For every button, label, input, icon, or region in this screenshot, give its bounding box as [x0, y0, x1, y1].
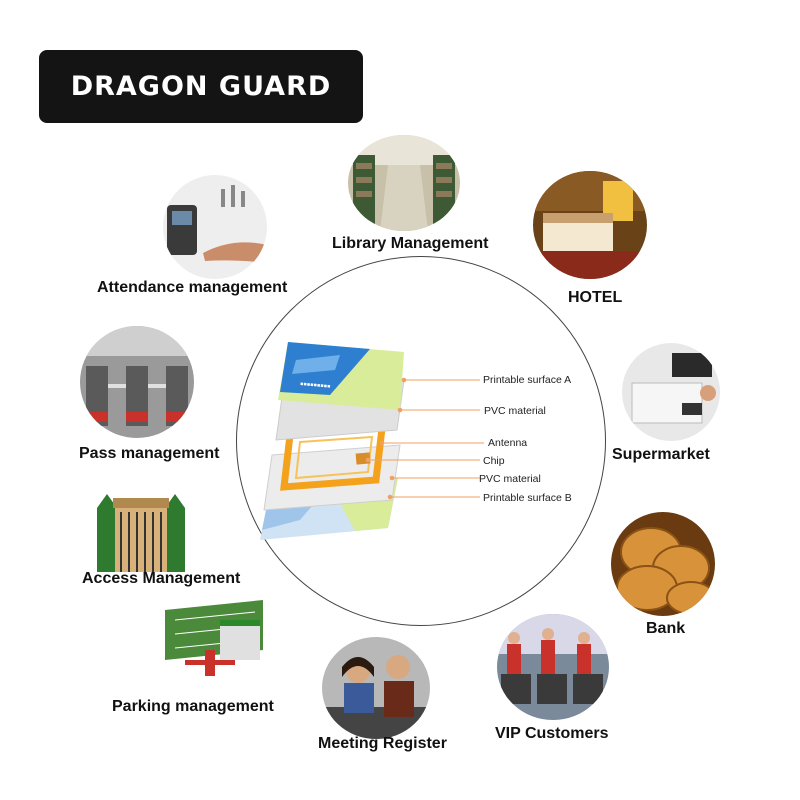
svg-text:▪▪▪▪▪▪▪▪▪: ▪▪▪▪▪▪▪▪▪: [300, 381, 331, 390]
label-attendance: Attendance management: [97, 279, 288, 296]
layer-label-printable-b: Printable surface B: [483, 492, 572, 504]
access-photo: [93, 488, 189, 572]
attendance-photo: [163, 175, 267, 279]
label-pass: Pass management: [79, 445, 220, 462]
library-photo: [348, 135, 460, 231]
layer-label-pvc-upper: PVC material: [484, 405, 546, 417]
hotel-photo: [533, 171, 647, 279]
label-library: Library Management: [332, 235, 489, 252]
card-structure-circle: [236, 256, 606, 626]
label-hotel: HOTEL: [568, 289, 623, 306]
label-supermarket: Supermarket: [612, 446, 710, 463]
bank-photo: [611, 512, 715, 616]
pass-photo: [80, 326, 194, 438]
layer-label-antenna: Antenna: [488, 437, 528, 449]
supermarket-photo: [622, 343, 720, 441]
label-bank: Bank: [646, 620, 686, 637]
label-access: Access Management: [82, 570, 241, 587]
label-parking: Parking management: [112, 698, 274, 715]
layer-printable-surface-a: ▪▪▪▪▪▪▪▪▪: [278, 342, 404, 410]
layer-label-pvc-lower: PVC material: [479, 473, 541, 485]
layer-label-printable-a: Printable surface A: [483, 374, 572, 386]
layer-label-chip: Chip: [483, 455, 505, 467]
parking-photo: [165, 590, 263, 686]
vip-photo: [497, 614, 609, 720]
brand-name: DRAGON GUARD: [70, 71, 332, 102]
meeting-photo: [322, 637, 430, 739]
brand-banner: DRAGON GUARD: [39, 50, 363, 123]
label-meeting: Meeting Register: [318, 735, 447, 752]
label-vip: VIP Customers: [495, 725, 609, 742]
